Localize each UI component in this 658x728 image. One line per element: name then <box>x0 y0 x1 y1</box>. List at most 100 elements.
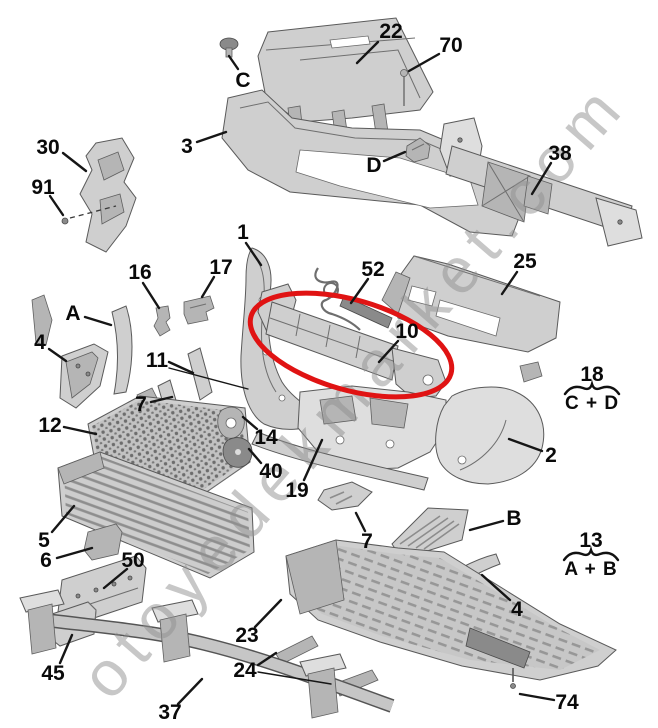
callout-label-12: 12 <box>38 414 61 437</box>
callout-label-45: 45 <box>41 662 65 685</box>
callout-label-74: 74 <box>555 691 579 714</box>
callout-leader-45 <box>58 633 74 665</box>
callout-label-16: 16 <box>128 261 151 284</box>
callout-leader-7r <box>354 511 367 533</box>
callout-label-38: 38 <box>548 142 572 165</box>
callout-label-25: 25 <box>513 250 537 273</box>
callout-leader-23 <box>253 598 283 629</box>
part-38-drawing <box>439 117 643 247</box>
callout-label-7l: 7 <box>135 393 147 416</box>
group-13-total: 13 <box>579 529 602 552</box>
group-13-brace-icon <box>562 545 620 562</box>
group-formula-13: 13 A + B <box>562 529 620 580</box>
highlight-ellipse <box>247 290 455 400</box>
callout-label-d: D <box>366 154 381 177</box>
callout-label-2: 2 <box>545 444 557 467</box>
callout-leader-c <box>227 54 240 71</box>
callout-label-19: 19 <box>285 479 308 502</box>
callout-leader-52 <box>349 277 370 305</box>
callout-label-50: 50 <box>121 549 144 572</box>
part-19-drawing <box>251 431 429 491</box>
callout-label-91: 91 <box>31 176 55 199</box>
callout-leader-91 <box>48 194 65 217</box>
callout-label-b: B <box>506 507 521 530</box>
callout-leader-14 <box>241 415 259 431</box>
part-14-drawing <box>217 406 245 439</box>
part-17-drawing <box>183 295 215 325</box>
callout-leader-25 <box>500 270 519 296</box>
callout-leader-17 <box>200 275 216 299</box>
callout-leader-10 <box>377 339 400 364</box>
callout-label-52: 52 <box>361 258 384 281</box>
callout-leader-6 <box>55 546 94 560</box>
callout-leader-7l <box>149 395 174 404</box>
group-18-brace-icon <box>563 379 621 396</box>
part-70-drawing <box>400 69 408 106</box>
callout-leader-4r <box>480 573 512 602</box>
part-4-left-drawing <box>59 343 109 409</box>
callout-label-1: 1 <box>237 221 249 244</box>
callout-leader-2 <box>507 437 544 453</box>
part-25-drawing <box>381 255 561 383</box>
part-23-drawing <box>285 539 617 681</box>
part-30-drawing <box>79 137 137 253</box>
callout-label-5: 5 <box>38 529 50 552</box>
callout-label-4r: 4 <box>511 598 523 621</box>
callout-leader-74 <box>518 692 556 702</box>
part-7-right-drawing <box>317 481 373 511</box>
part-d-drawing <box>405 137 431 163</box>
group-18-total: 18 <box>580 363 604 386</box>
callout-leader-22 <box>355 40 380 65</box>
part-37-drawing <box>19 589 395 719</box>
group-18-formula: C + D <box>565 393 619 414</box>
part-52-drawing <box>314 267 393 331</box>
group-13-formula: A + B <box>564 559 617 580</box>
callout-leader-12 <box>62 425 98 436</box>
callout-label-c: C <box>235 69 250 92</box>
callout-leader-5 <box>50 504 76 534</box>
callout-leader-70 <box>407 52 441 73</box>
part-11-drawing <box>187 347 213 401</box>
callout-leader-3 <box>195 130 228 144</box>
callout-label-24: 24 <box>233 659 257 682</box>
callout-leader-b <box>468 519 505 532</box>
callout-label-11: 11 <box>146 349 169 372</box>
part-a-drawing <box>31 294 133 395</box>
part-2-drawing <box>297 385 545 485</box>
callout-leader-37 <box>176 677 204 706</box>
callout-leader-30 <box>61 151 88 173</box>
callout-leader-50 <box>102 567 129 590</box>
part-5-drawing <box>57 451 255 579</box>
callout-label-6: 6 <box>40 549 52 572</box>
callout-label-17: 17 <box>209 256 232 279</box>
callout-label-a: A <box>65 302 80 325</box>
callout-label-37: 37 <box>158 701 181 724</box>
callout-leader-1 <box>244 241 263 267</box>
callout-leader-16 <box>141 281 161 310</box>
part-91-drawing <box>61 205 117 225</box>
part-c-drawing <box>219 37 239 58</box>
callout-leader-19 <box>302 438 324 482</box>
callout-label-10: 10 <box>395 320 418 343</box>
callout-leader-38 <box>530 161 553 196</box>
callout-label-22: 22 <box>379 20 402 43</box>
group-formula-18: 18 C + D <box>563 363 621 414</box>
callout-leader-d <box>382 150 407 163</box>
callout-leader-24 <box>256 651 278 667</box>
callout-label-23: 23 <box>235 624 258 647</box>
callout-label-30: 30 <box>36 136 59 159</box>
part-16-drawing <box>153 305 171 337</box>
callout-label-14: 14 <box>254 426 278 449</box>
callout-label-70: 70 <box>439 34 462 57</box>
callout-label-7r: 7 <box>361 530 373 553</box>
callout-leader-11 <box>168 367 249 390</box>
callout-leader-24 <box>257 671 332 685</box>
leader-lines <box>47 40 556 706</box>
callout-label-40: 40 <box>259 460 282 483</box>
part-40-drawing <box>222 437 253 468</box>
part-74-drawing <box>510 668 516 689</box>
